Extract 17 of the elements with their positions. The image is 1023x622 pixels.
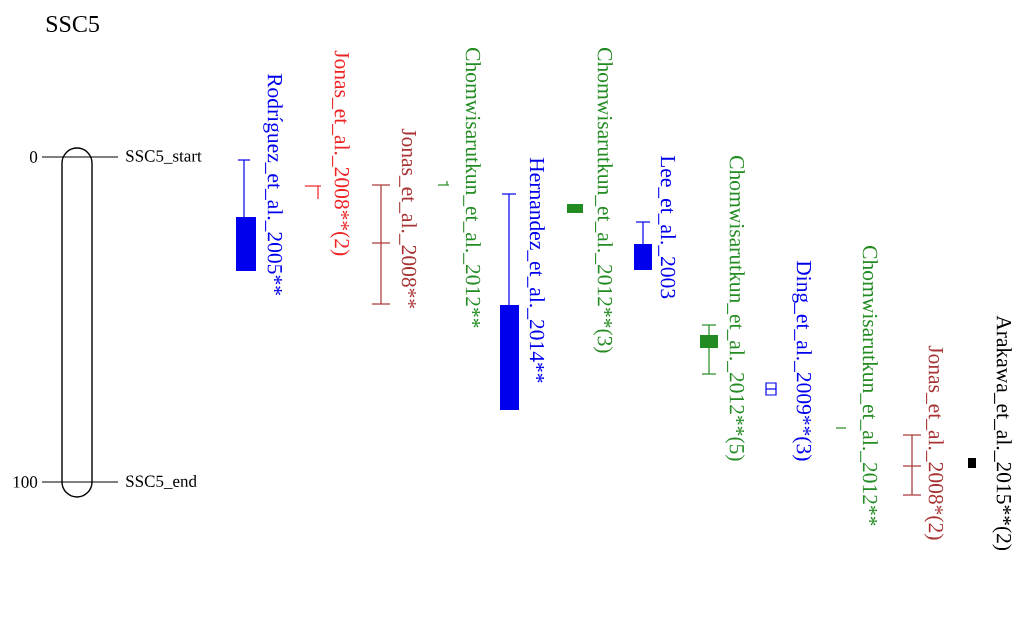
qtl-label: Rodríguez_et_al._2005** [263,73,283,295]
qtl-label: Lee_et_al._2003 [658,155,676,299]
qtl-label: Chomwisarutkun_et_al._2012** [463,48,481,328]
qtl-label: Chomwisarutkun_et_al._2012**(5) [725,156,745,461]
qtl-label: Ding_et_al._2009**(3) [792,260,812,461]
qtl-label: Arakawa_et_al._2015**(2) [992,315,1012,551]
axis-value: 100 [13,476,38,488]
axis-value: 0 [29,151,38,163]
qtl-label: Hernandez_et_al._2014** [527,157,545,383]
qtl-label: Jonas_et_al._2008*(2) [924,345,944,540]
qtl-label: Jonas_et_al._2008** [399,128,417,309]
qtl-label: Jonas_et_al._2008**(2) [330,50,350,256]
chart-title: SSC5 [46,15,99,33]
marker-label: SSC5_start [126,150,202,164]
qtl-label: Chomwisarutkun_et_al._2012** [860,246,878,526]
marker-label: SSC5_end [126,475,197,489]
qtl-label: Chomwisarutkun_et_al._2012**(3) [593,48,613,353]
